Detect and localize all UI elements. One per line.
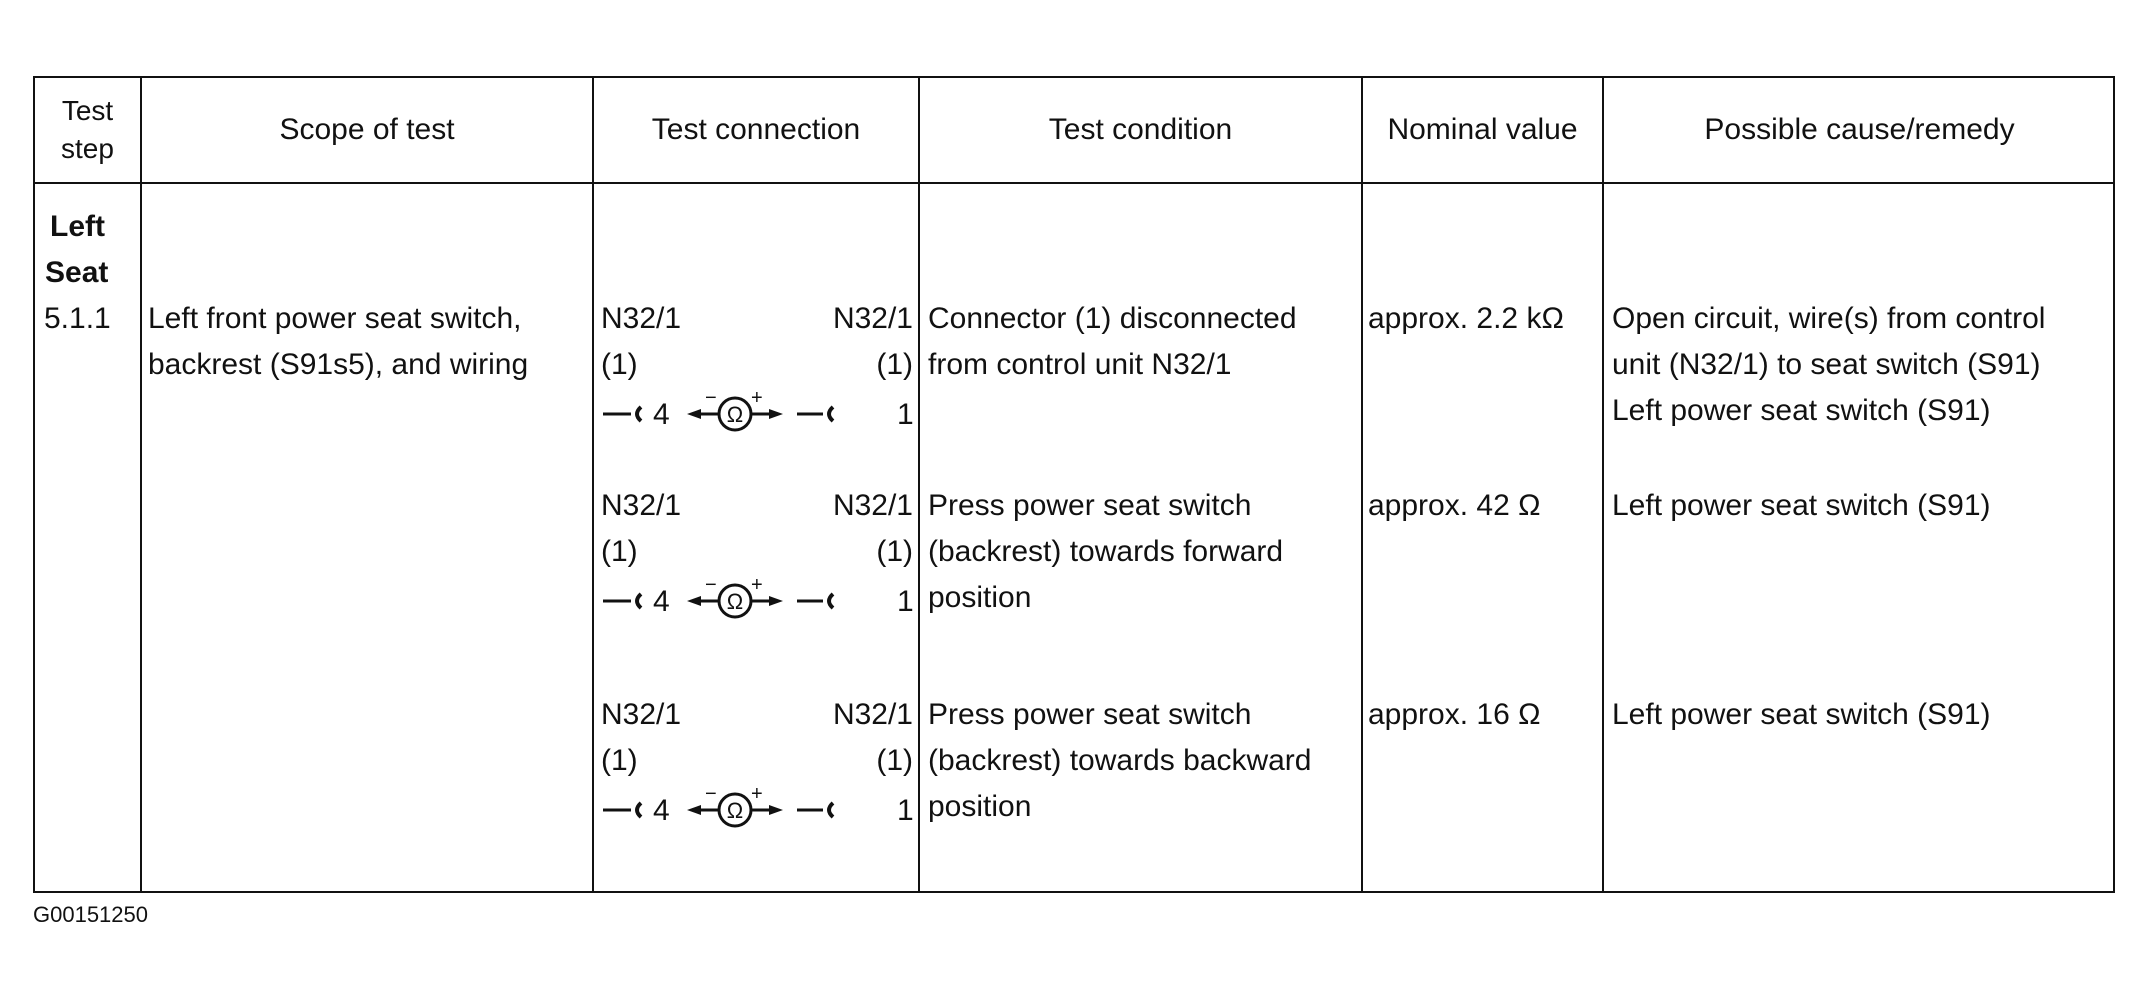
header-condition: Test condition — [1048, 113, 1233, 146]
nominal-value: approx. 42 Ω — [1368, 489, 1541, 522]
remedy-line: Open circuit, wire(s) from control — [1612, 302, 2046, 335]
header-nominal: Nominal value — [1387, 113, 1578, 146]
test-connection-diagram: N32/1 N32/1 (1) (1) 4 − Ω + 1 — [601, 483, 913, 621]
meter-symbol: Ω — [727, 798, 743, 823]
ohmmeter-connection: 4 − Ω + 1 — [601, 575, 913, 621]
scope-line: Left front power seat switch, — [148, 302, 522, 335]
condition-line: (backrest) towards forward — [928, 535, 1284, 568]
right-unit: N32/1 — [832, 489, 913, 522]
header-test-step: Test step — [61, 95, 114, 164]
test-table: Test step Scope of test Test connection … — [33, 76, 2115, 893]
left-unit: N32/1 — [601, 698, 682, 731]
condition-line: position — [928, 790, 1032, 823]
nominal-value: approx. 16 Ω — [1368, 698, 1541, 731]
svg-text:−: − — [705, 388, 717, 409]
figure-id: G00151250 — [33, 902, 148, 927]
meter-symbol: Ω — [727, 589, 743, 614]
right-unit: N32/1 — [832, 302, 913, 335]
right-pin: 1 — [897, 585, 913, 618]
right-pin: 1 — [897, 794, 913, 827]
svg-text:+: + — [751, 784, 763, 805]
left-unit: N32/1 — [601, 302, 682, 335]
header-remedy: Possible cause/remedy — [1704, 113, 2015, 146]
header-divider — [35, 182, 2113, 184]
right-unit: N32/1 — [832, 698, 913, 731]
section-label: Seat — [45, 256, 109, 289]
test-connection-diagram: N32/1 N32/1 (1) (1) 4 − Ω + 1 — [601, 692, 913, 830]
right-connector: (1) — [876, 744, 913, 777]
condition-line: position — [928, 581, 1032, 614]
svg-text:+: + — [751, 575, 763, 596]
remedy-line: unit (N32/1) to seat switch (S91) — [1612, 348, 2041, 381]
ohmmeter-icon: 4 − Ω + 1 — [603, 388, 913, 432]
left-unit: N32/1 — [601, 489, 682, 522]
column-divider — [592, 78, 594, 891]
ohmmeter-connection: 4 − Ω + 1 — [601, 388, 913, 434]
scope-line: backrest (S91s5), and wiring — [148, 348, 529, 381]
left-connector: (1) — [601, 535, 638, 568]
remedy-line: Left power seat switch (S91) — [1612, 489, 1991, 522]
right-pin: 1 — [897, 398, 913, 431]
condition-line: Press power seat switch — [928, 698, 1252, 731]
left-pin: 4 — [653, 794, 670, 827]
left-connector: (1) — [601, 348, 638, 381]
column-divider — [140, 78, 142, 891]
meter-symbol: Ω — [727, 402, 743, 427]
ohmmeter-icon: 4 − Ω + 1 — [603, 575, 913, 619]
step-number: 5.1.1 — [44, 302, 111, 335]
ohmmeter-connection: 4 − Ω + 1 — [601, 784, 913, 830]
column-divider — [918, 78, 920, 891]
condition-line: Connector (1) disconnected — [928, 302, 1297, 335]
left-pin: 4 — [653, 398, 670, 431]
test-connection-diagram: N32/1 N32/1 (1) (1) 4 − Ω + 1 — [601, 296, 913, 434]
column-divider — [1602, 78, 1604, 891]
remedy-line: Left power seat switch (S91) — [1612, 698, 1991, 731]
left-connector: (1) — [601, 744, 638, 777]
condition-line: from control unit N32/1 — [928, 348, 1232, 381]
column-divider — [1361, 78, 1363, 891]
remedy-line: Left power seat switch (S91) — [1612, 394, 1991, 427]
svg-text:−: − — [705, 575, 717, 596]
svg-text:−: − — [705, 784, 717, 805]
right-connector: (1) — [876, 348, 913, 381]
condition-line: Press power seat switch — [928, 489, 1252, 522]
ohmmeter-icon: 4 − Ω + 1 — [603, 784, 913, 828]
section-label: Left — [50, 210, 105, 243]
svg-text:+: + — [751, 388, 763, 409]
condition-line: (backrest) towards backward — [928, 744, 1312, 777]
nominal-value: approx. 2.2 kΩ — [1368, 302, 1564, 335]
header-connection: Test connection — [651, 113, 861, 146]
left-pin: 4 — [653, 585, 670, 618]
header-scope: Scope of test — [279, 113, 455, 146]
right-connector: (1) — [876, 535, 913, 568]
